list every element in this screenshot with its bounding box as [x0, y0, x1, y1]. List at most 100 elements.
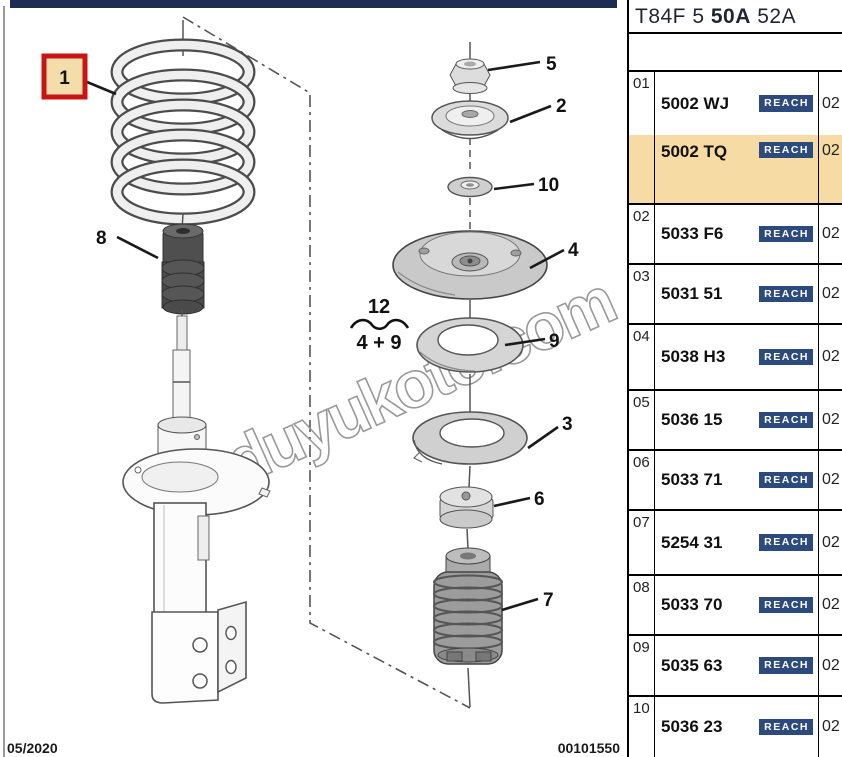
top-bar: [10, 0, 617, 8]
quantity: 02: [822, 94, 840, 112]
table-row-01[interactable]: 01 5002 WJ REACH 5002 TQ REACH 02 02: [629, 72, 842, 205]
coil-spring: [110, 20, 256, 226]
part-number: 5035 63: [661, 655, 723, 675]
reach-badge[interactable]: REACH: [759, 596, 813, 614]
reach-badge[interactable]: REACH: [759, 471, 813, 489]
part-entry[interactable]: 5031 51 REACH: [655, 265, 818, 323]
quantity: 02: [822, 656, 840, 674]
spring-seat-ring: [412, 411, 528, 465]
part-number: 5036 15: [661, 410, 723, 429]
upper-cup: [431, 100, 509, 140]
row-index: 04: [629, 325, 655, 389]
quantity: 02: [822, 533, 840, 551]
diagram-panel: duyukoto.com: [3, 0, 626, 757]
part-entry-highlighted[interactable]: 5002 TQ REACH: [655, 135, 818, 203]
part-entry[interactable]: 5036 15 REACH: [655, 391, 818, 449]
part-entry[interactable]: 5035 63 REACH: [655, 636, 818, 695]
quantity: 02: [822, 596, 840, 613]
row-index: 01: [629, 72, 655, 203]
callout-boot[interactable]: 7: [543, 590, 554, 611]
bearing-ring: [416, 317, 524, 373]
code-part1: T84F 5: [635, 5, 705, 28]
part-entry[interactable]: 5254 31 REACH: [655, 511, 818, 574]
reach-badge[interactable]: REACH: [759, 718, 813, 736]
callout-washer[interactable]: 10: [538, 175, 559, 196]
reach-badge[interactable]: REACH: [759, 657, 813, 674]
part-entry[interactable]: 5033 70 REACH: [655, 576, 818, 634]
top-nut: [449, 58, 491, 94]
part-number: 5033 F6: [661, 224, 724, 243]
part-number: 5036 23: [661, 717, 723, 736]
parts-table-panel: T84F 5 50A 52A 01 5002 WJ REACH 5002 TQ …: [627, 0, 842, 757]
code-part3: 52A: [757, 5, 797, 28]
assembly-note-brace: [349, 318, 410, 331]
callout-bearing[interactable]: 9: [549, 331, 560, 352]
callout-bump-stop[interactable]: 8: [96, 228, 107, 249]
table-row-06[interactable]: 06 5033 71 REACH 02: [629, 451, 842, 511]
phantom-boundary-line: [182, 16, 471, 709]
reach-badge[interactable]: REACH: [759, 411, 813, 429]
part-number: 5002 TQ: [661, 142, 728, 161]
callout-spring-seat[interactable]: 3: [562, 414, 573, 435]
callout-1-selected-box[interactable]: 1: [41, 53, 88, 100]
callout-top-nut[interactable]: 5: [546, 54, 557, 75]
watermark: duyukoto.com: [215, 263, 624, 499]
assembly-note-total: 12: [368, 296, 390, 318]
reach-badge[interactable]: REACH: [759, 142, 813, 159]
part-entry[interactable]: 5002 WJ REACH: [655, 72, 818, 135]
callout-bump-cup[interactable]: 6: [534, 489, 545, 510]
quantity: 02: [822, 411, 840, 428]
reach-badge[interactable]: REACH: [759, 534, 813, 551]
quantity: 02: [822, 142, 840, 159]
table-row-09[interactable]: 09 5035 63 REACH 02: [629, 636, 842, 697]
row-index: 06: [629, 451, 655, 509]
center-column-axis: [466, 42, 471, 708]
quantity: 02: [822, 471, 840, 488]
part-number: 5002 WJ: [661, 93, 730, 113]
table-row-10[interactable]: 10 5036 23 REACH 02: [629, 697, 842, 757]
part-number: 5038 H3: [661, 347, 726, 366]
table-row-03[interactable]: 03 5031 51 REACH 02: [629, 265, 842, 325]
callout-spring[interactable]: 1: [59, 68, 70, 89]
dust-boot: [433, 547, 503, 665]
reach-badge[interactable]: REACH: [759, 95, 813, 112]
assembly-note: 12 4 + 9: [349, 296, 410, 354]
part-number: 5254 31: [661, 532, 723, 552]
row-index: 10: [629, 697, 655, 757]
leader-lines: [86, 60, 565, 612]
quantity: 02: [822, 718, 840, 735]
row-index: 09: [629, 636, 655, 695]
part-entry[interactable]: 5033 F6 REACH: [655, 205, 818, 263]
code-part2: 50A: [710, 5, 751, 28]
part-entry[interactable]: 5033 71 REACH: [655, 451, 818, 509]
part-number: 5033 71: [661, 470, 723, 489]
table-row-02[interactable]: 02 5033 F6 REACH 02: [629, 205, 842, 265]
row-index: 02: [629, 205, 655, 263]
small-washer: [447, 176, 493, 198]
reach-badge[interactable]: REACH: [759, 348, 813, 366]
table-row-08[interactable]: 08 5033 70 REACH 02: [629, 576, 842, 636]
exploded-diagram: duyukoto.com: [7, 16, 625, 756]
part-number: 5031 51: [661, 284, 723, 303]
callout-upper-mount[interactable]: 4: [568, 240, 579, 261]
reach-badge[interactable]: REACH: [759, 285, 813, 303]
upper-mount: [392, 230, 548, 300]
row-index: 05: [629, 391, 655, 449]
table-row-04[interactable]: 04 5038 H3 REACH 02: [629, 325, 842, 391]
row-index: 08: [629, 576, 655, 634]
row-index: 03: [629, 265, 655, 323]
empty-header-row: [629, 34, 842, 72]
catalog-code-header: T84F 5 50A 52A: [629, 0, 842, 34]
reach-badge[interactable]: REACH: [759, 225, 813, 243]
table-row-05[interactable]: 05 5036 15 REACH 02: [629, 391, 842, 451]
date-code: 05/2020: [7, 740, 58, 756]
panel-left-border: [3, 6, 5, 757]
bump-stop: [161, 213, 205, 315]
document-number: 00101550: [558, 740, 621, 756]
table-row-07[interactable]: 07 5254 31 REACH 02: [629, 511, 842, 576]
callout-upper-cup[interactable]: 2: [556, 96, 567, 117]
part-entry[interactable]: 5038 H3 REACH: [655, 325, 818, 389]
quantity: 02: [822, 285, 840, 302]
part-entry[interactable]: 5036 23 REACH: [655, 697, 818, 757]
